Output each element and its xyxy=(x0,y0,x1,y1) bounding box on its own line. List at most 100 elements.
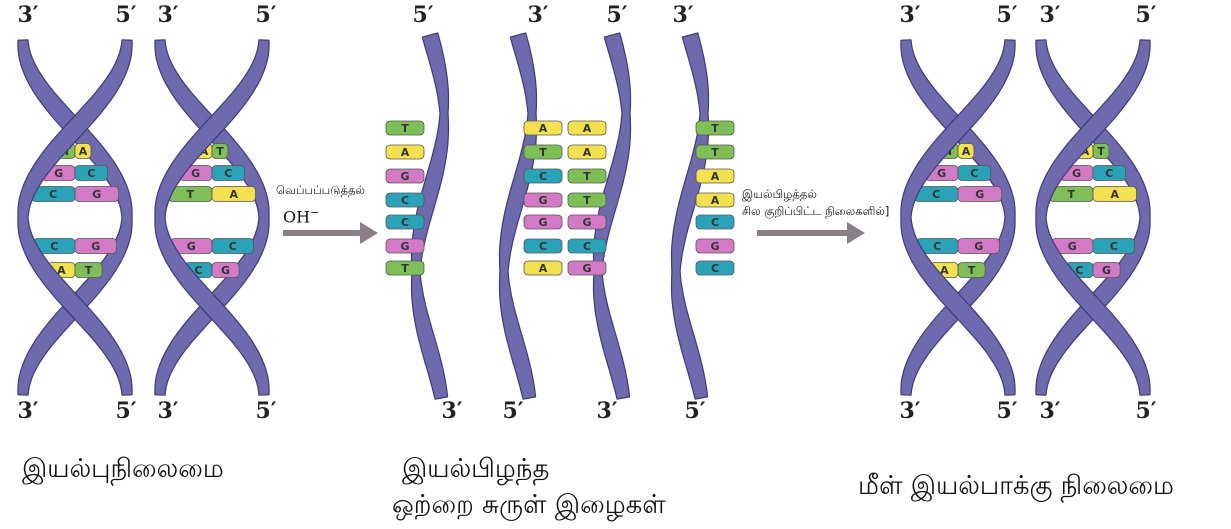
native-helix-1-pair-6-label-2: T xyxy=(85,264,93,277)
single-strand-2-base-label-2: T xyxy=(539,146,547,159)
single-strand-4-base-label-3: A xyxy=(711,170,720,183)
strand-end-label-24: 5′ xyxy=(1135,398,1156,424)
renatured-helix-2-pair-4-label-1: T xyxy=(1067,188,1075,201)
native-helix-1-pair-3-label-1: G xyxy=(54,167,63,180)
native-helix-2-pair-5-label-2: C xyxy=(229,240,237,253)
single-strand-2-base-label-7: A xyxy=(539,262,548,275)
strand-end-label-13: 3′ xyxy=(441,398,462,424)
renatured-helix-1-pair-3-label-1: G xyxy=(937,167,946,180)
strand-end-label-8: 5′ xyxy=(255,398,276,424)
native-helix-1-pair-5-label-1: C xyxy=(50,240,58,253)
single-strand-2-base-label-5: G xyxy=(538,216,547,229)
renatured-helix-1-pair-2-label-2: A xyxy=(962,145,971,158)
single-strand-2-base-label-3: C xyxy=(539,170,547,183)
reagent-charge: − xyxy=(310,206,319,219)
single-strand-3-base-label-1: A xyxy=(583,122,592,135)
strand-end-label-17: 3′ xyxy=(899,2,920,28)
strand-end-label-1: 3′ xyxy=(17,2,38,28)
strand-end-label-21: 3′ xyxy=(899,398,920,424)
renatured-helix-2-pair-6-label-2: G xyxy=(1102,264,1111,277)
strand-end-label-5: 3′ xyxy=(17,398,38,424)
strand-end-label-10: 3′ xyxy=(527,2,548,28)
native-helix-2-pair-3-label-1: G xyxy=(191,167,200,180)
single-strand-3-base-label-6: C xyxy=(583,240,591,253)
single-strand-1-base-label-7: T xyxy=(401,262,409,275)
strand-end-label-7: 3′ xyxy=(157,398,178,424)
single-strand-3-base-label-7: G xyxy=(582,262,591,275)
single-strand-4-base-label-7: C xyxy=(711,262,719,275)
native-helix-2-pair-3-label-2: C xyxy=(224,167,232,180)
strand-end-label-12: 3′ xyxy=(672,2,693,28)
caption-renatured: மீள் இயல்பாக்கு நிலைமை xyxy=(858,469,1174,503)
renatured-helix-1-pair-4-label-1: C xyxy=(932,188,940,201)
single-strand-3-base-label-4: T xyxy=(583,194,591,207)
native-helix-2-pair-4-label-1: T xyxy=(186,188,194,201)
caption-denatured-line1: இயல்பிழந்த xyxy=(402,452,549,486)
caption-native: இயல்புநிலைமை xyxy=(22,452,224,486)
native-helix-2-pair-5-label-1: G xyxy=(187,240,196,253)
renatured-helix-2-pair-2-label-2: T xyxy=(1097,145,1105,158)
renatured-helix-2-pair-4-label-2: A xyxy=(1111,188,1120,201)
single-strand-4-base-label-5: C xyxy=(711,216,719,229)
single-strand-2-base-label-4: G xyxy=(538,194,547,207)
denaturation-arrow-shaft xyxy=(283,230,362,236)
native-helix-2-pair-6-label-2: G xyxy=(221,264,230,277)
caption-denatured-line2: ஒற்றை சுருள் இழைகள் xyxy=(392,488,666,522)
native-helix-2-pair-4-label-2: A xyxy=(230,188,239,201)
single-strand-1-base-label-4: C xyxy=(401,194,409,207)
renatured-helix-1-pair-4-label-2: G xyxy=(975,188,984,201)
strand-end-label-6: 5′ xyxy=(115,398,136,424)
single-strand-2-base-label-6: C xyxy=(539,240,547,253)
strand-end-label-23: 3′ xyxy=(1039,398,1060,424)
strand-end-label-19: 3′ xyxy=(1039,2,1060,28)
renatured-helix-2-pair-5-label-1: G xyxy=(1068,240,1077,253)
renatured-helix-1-pair-6-label-2: T xyxy=(968,264,976,277)
native-helix-1-pair-3-label-2: C xyxy=(87,167,95,180)
strand-end-label-20: 5′ xyxy=(1135,2,1156,28)
native-helix-1-pair-2-label-2: A xyxy=(79,145,88,158)
native-helix-1-pair-4-label-2: G xyxy=(92,188,101,201)
renaturation-arrow-head xyxy=(847,222,865,244)
single-strand-4-base-label-4: A xyxy=(711,194,720,207)
reagent-formula: OH xyxy=(283,207,310,226)
strand-end-label-2: 5′ xyxy=(115,2,136,28)
single-strand-1-base-label-1: T xyxy=(401,122,409,135)
strand-end-label-16: 5′ xyxy=(684,398,705,424)
single-strand-4-base-label-6: G xyxy=(710,240,719,253)
strand-end-label-18: 5′ xyxy=(996,2,1017,28)
single-strand-3-base-label-5: G xyxy=(582,216,591,229)
single-strand-1-base-label-3: G xyxy=(400,170,409,183)
single-strand-1-base-label-5: C xyxy=(401,216,409,229)
strand-end-label-3: 3′ xyxy=(157,2,178,28)
single-strand-2-base-label-1: A xyxy=(539,122,548,135)
strand-end-label-15: 3′ xyxy=(596,398,617,424)
strand-end-label-14: 5′ xyxy=(502,398,523,424)
strand-end-label-11: 5′ xyxy=(606,2,627,28)
single-strand-4-base-label-1: T xyxy=(711,122,719,135)
single-strand-3-base-label-2: A xyxy=(583,146,592,159)
strand-end-label-9: 5′ xyxy=(412,2,433,28)
renaturation-step-label: இயல்பிழத்தல் xyxy=(742,187,817,202)
renatured-helix-1-pair-5-label-1: C xyxy=(933,240,941,253)
single-strand-1-base-label-2: A xyxy=(401,146,410,159)
denaturation-arrow-head xyxy=(360,222,378,244)
renatured-helix-2-pair-3-label-1: G xyxy=(1072,167,1081,180)
native-helix-1-pair-4-label-1: C xyxy=(49,188,57,201)
renaturation-arrow-shaft xyxy=(757,230,849,236)
renatured-helix-2-pair-3-label-2: C xyxy=(1105,167,1113,180)
denaturation-step-label: வெப்பப்படுத்தல் xyxy=(276,183,365,198)
native-helix-1-pair-5-label-2: G xyxy=(91,240,100,253)
renatured-helix-2-pair-5-label-2: C xyxy=(1110,240,1118,253)
strand-end-label-22: 5′ xyxy=(996,398,1017,424)
single-strand-4-base-label-2: T xyxy=(711,146,719,159)
single-strand-1-base-label-6: G xyxy=(400,240,409,253)
single-strand-3-base-label-3: T xyxy=(583,170,591,183)
strand-end-label-4: 5′ xyxy=(255,2,276,28)
reagent-label: OH− xyxy=(283,206,319,226)
renaturation-condition-label: சில குறிப்பிட்ட நிலைகளில்] xyxy=(742,204,889,219)
native-helix-2-pair-2-label-2: T xyxy=(216,145,224,158)
renatured-helix-1-pair-5-label-2: G xyxy=(974,240,983,253)
renatured-helix-1-pair-3-label-2: C xyxy=(970,167,978,180)
